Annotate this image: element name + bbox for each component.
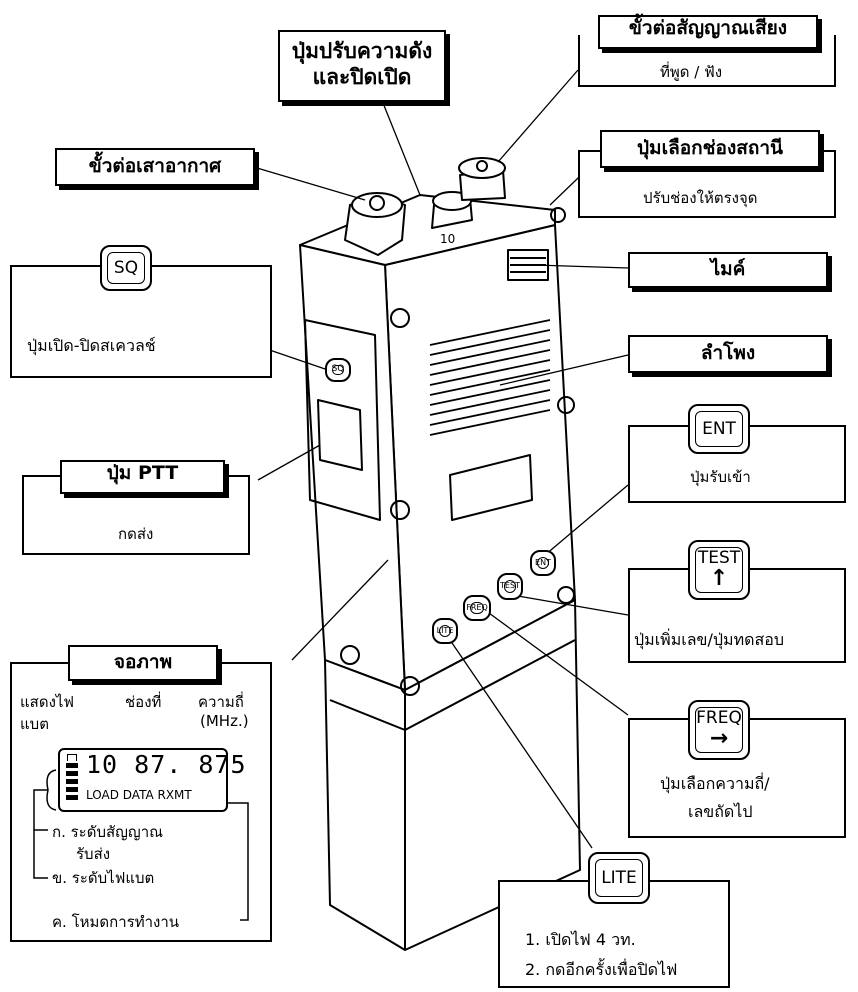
speaker-label: ลำโพง: [628, 335, 828, 373]
mic-label: ไมค์: [628, 252, 828, 288]
display-col3b: (MHz.): [200, 712, 249, 730]
lcd-digits: 10 87. 875: [86, 750, 247, 779]
lite-item1: 1. เปิดไฟ 4 วท.: [525, 930, 636, 949]
radio-key-sq[interactable]: SQ: [325, 358, 351, 382]
display-col2: ช่องที่: [125, 693, 162, 711]
radio-key-ent[interactable]: ENT: [530, 550, 556, 576]
audio-jack-title: ขั้วต่อสัญญาณเสียง: [598, 15, 818, 49]
radio-key-freq[interactable]: FREQ: [463, 595, 491, 621]
display-item-c: ค. โหมดการทำงาน: [52, 913, 180, 931]
volume-knob-label: ปุ่มปรับความดัง และปิดเปิด: [278, 30, 446, 102]
display-item-a1: ก. ระดับสัญญาณ: [52, 823, 164, 841]
lite-item2: 2. กดอีกครั้งเพื่อปิดไฟ: [525, 960, 678, 979]
radio-key-lite[interactable]: LITE: [432, 618, 458, 644]
lite-key-icon: LITE: [588, 852, 650, 904]
display-col3a: ความถี่: [198, 693, 244, 711]
display-title: จอภาพ: [68, 645, 218, 681]
radio-key-test[interactable]: TEST: [497, 573, 523, 600]
channel-desc: ปรับช่องให้ตรงจุด: [643, 189, 758, 207]
ptt-desc: กดส่ง: [118, 525, 154, 543]
channel-title: ปุ่มเลือกช่องสถานี: [600, 130, 820, 168]
antenna-connector-label: ขั้วต่อเสาอากาศ: [55, 148, 255, 186]
lcd-panel: [58, 748, 228, 812]
battery-icon: [66, 754, 78, 804]
ptt-title: ปุ่ม PTT: [60, 460, 225, 494]
display-item-b: ข. ระดับไฟแบต: [52, 869, 155, 887]
squelch-key-icon: SQ: [100, 245, 152, 291]
freq-desc1: ปุ่มเลือกความถี่/: [660, 774, 770, 793]
display-col1b: แบต: [20, 715, 49, 733]
freq-key-icon: FREQ→: [688, 700, 750, 760]
ent-key-icon: ENT: [688, 404, 750, 454]
display-item-a2: รับส่ง: [76, 845, 111, 863]
test-desc: ปุ่มเพิ่มเลข/ปุ่มทดสอบ: [634, 630, 785, 649]
squelch-desc: ปุ่มเปิด-ปิดสเควลช์: [27, 336, 156, 355]
freq-desc2: เลขถัดไป: [688, 802, 753, 821]
ent-desc: ปุ่มรับเข้า: [690, 468, 751, 486]
knob-label: 10: [440, 232, 456, 246]
lcd-status: LOAD DATA RXMT: [86, 788, 192, 802]
display-col1a: แสดงไฟ: [20, 693, 75, 711]
audio-jack-desc: ที่พูด / ฟัง: [660, 63, 723, 81]
test-key-icon: TEST↑: [688, 540, 750, 600]
